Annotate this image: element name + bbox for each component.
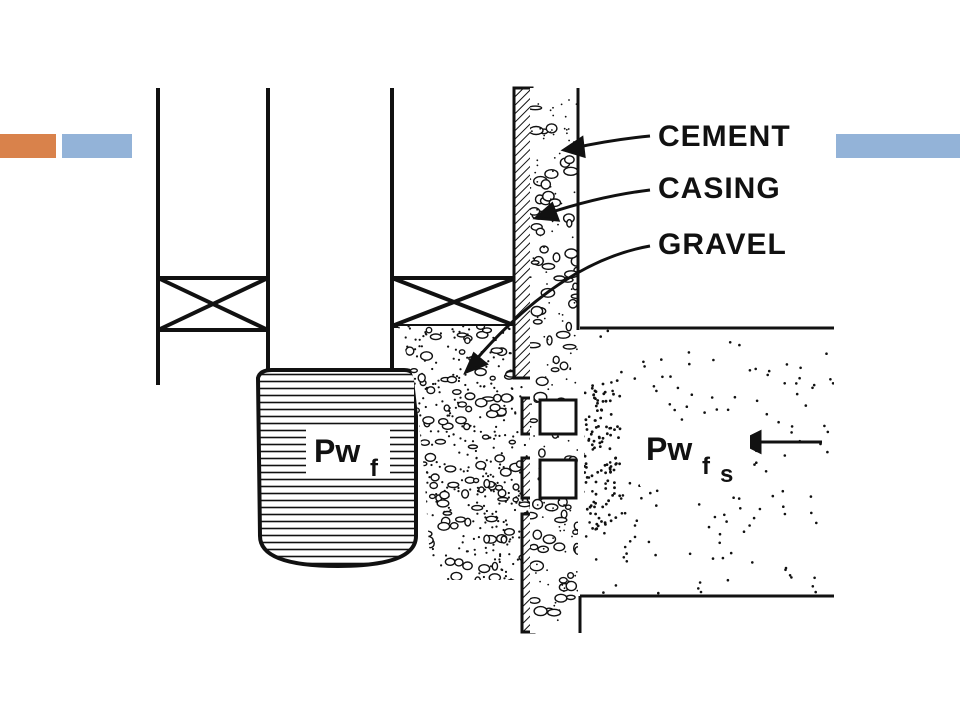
- label-pwfs: Pw f s: [640, 426, 750, 488]
- label-pwf-main: Pw: [314, 433, 360, 469]
- label-gravel: GRAVEL: [658, 228, 787, 261]
- perforations: [538, 398, 578, 500]
- label-pwf-sub: f: [370, 455, 379, 482]
- accent-bar-orange: [0, 134, 56, 158]
- label-pwfs-sub2: s: [720, 461, 733, 488]
- label-casing: CASING: [658, 172, 781, 205]
- packer-right: [390, 276, 518, 328]
- label-pwfs-main: Pw: [646, 431, 692, 467]
- accent-bar-blue-left: [62, 134, 132, 158]
- label-pwf: Pw f: [306, 428, 390, 482]
- label-pwfs-sub1: f: [702, 453, 711, 480]
- cement-arrow: [573, 134, 651, 150]
- label-cement: CEMENT: [658, 120, 791, 153]
- annulus-walls: [156, 88, 394, 385]
- cement: [530, 88, 582, 633]
- gravel-arrow: [472, 244, 651, 363]
- packer-left: [156, 276, 270, 332]
- accent-bar-blue-right: [836, 134, 960, 158]
- casing-arrow: [545, 188, 651, 216]
